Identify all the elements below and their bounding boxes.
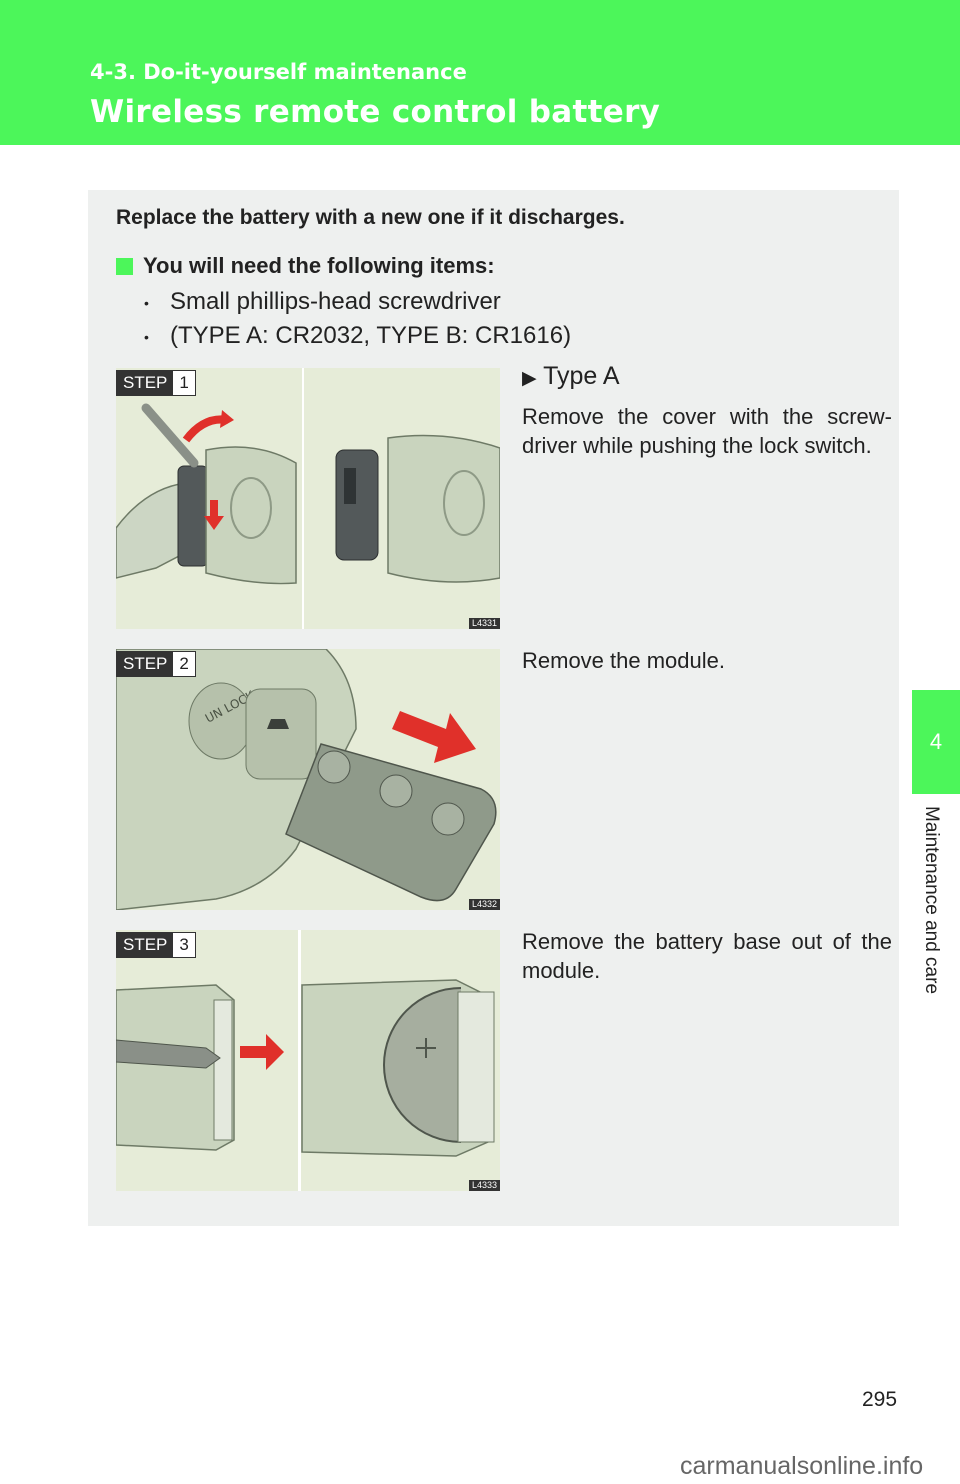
chapter-tab[interactable]: 4 <box>912 690 960 794</box>
illustration-code: L4331 <box>468 618 500 629</box>
step-word: STEP <box>117 371 174 395</box>
step-number: 3 <box>179 935 189 954</box>
step-word: STEP <box>117 652 174 676</box>
illustration-code: L4332 <box>468 899 500 910</box>
chapter-label: Maintenance and care <box>921 806 942 995</box>
square-bullet-icon <box>116 257 133 275</box>
step-number: 1 <box>179 373 189 392</box>
bullet-dot-icon: • <box>144 328 149 345</box>
list-item: • (TYPE A: CR2032, TYPE B: CR1616) <box>144 322 571 350</box>
section-label: 4-3. Do-it-yourself maintenance <box>90 60 467 84</box>
items-subheading-text: You will need the following items: <box>143 253 495 278</box>
page-title: Wireless remote control battery <box>90 94 661 130</box>
type-a-label: ▶ Type A <box>522 362 620 391</box>
page-number: 295 <box>862 1388 898 1411</box>
step-number: 2 <box>179 654 189 673</box>
step-2-badge: STEP 2 <box>116 651 196 677</box>
bullet-dot-icon: • <box>144 294 149 311</box>
remote-cover-removal-image <box>116 368 500 629</box>
step-1-text: Remove the cover with the screw-driver w… <box>522 404 892 458</box>
triangle-right-icon: ▶ <box>522 368 537 389</box>
step-1-illustration: L4331 <box>116 368 500 629</box>
step-word: STEP <box>117 933 174 957</box>
step-1-badge: STEP 1 <box>116 370 196 396</box>
header-banner <box>0 0 960 145</box>
illustration-code: L4333 <box>468 1180 500 1191</box>
step-3-illustration: L4333 <box>116 930 500 1191</box>
module-removal-image: UN LOCK <box>116 649 497 910</box>
battery-base-removal-image <box>116 930 495 1191</box>
step-3-text: Remove the battery base out of the modul… <box>522 929 892 983</box>
type-a-text: Type A <box>543 362 620 390</box>
intro-text: Replace the battery with a new one if it… <box>116 206 625 229</box>
step-3-badge: STEP 3 <box>116 932 196 958</box>
step-2-text: Remove the module. <box>522 648 725 673</box>
list-item: • Small phillips-head screwdriver <box>144 288 501 316</box>
items-subheading: You will need the following items: <box>116 253 495 279</box>
list-item-text: (TYPE A: CR2032, TYPE B: CR1616) <box>170 322 572 349</box>
step-2-illustration: UN LOCK L4332 <box>116 649 500 910</box>
watermark: carmanualsonline.info <box>680 1452 924 1480</box>
list-item-text: Small phillips-head screwdriver <box>170 288 501 315</box>
